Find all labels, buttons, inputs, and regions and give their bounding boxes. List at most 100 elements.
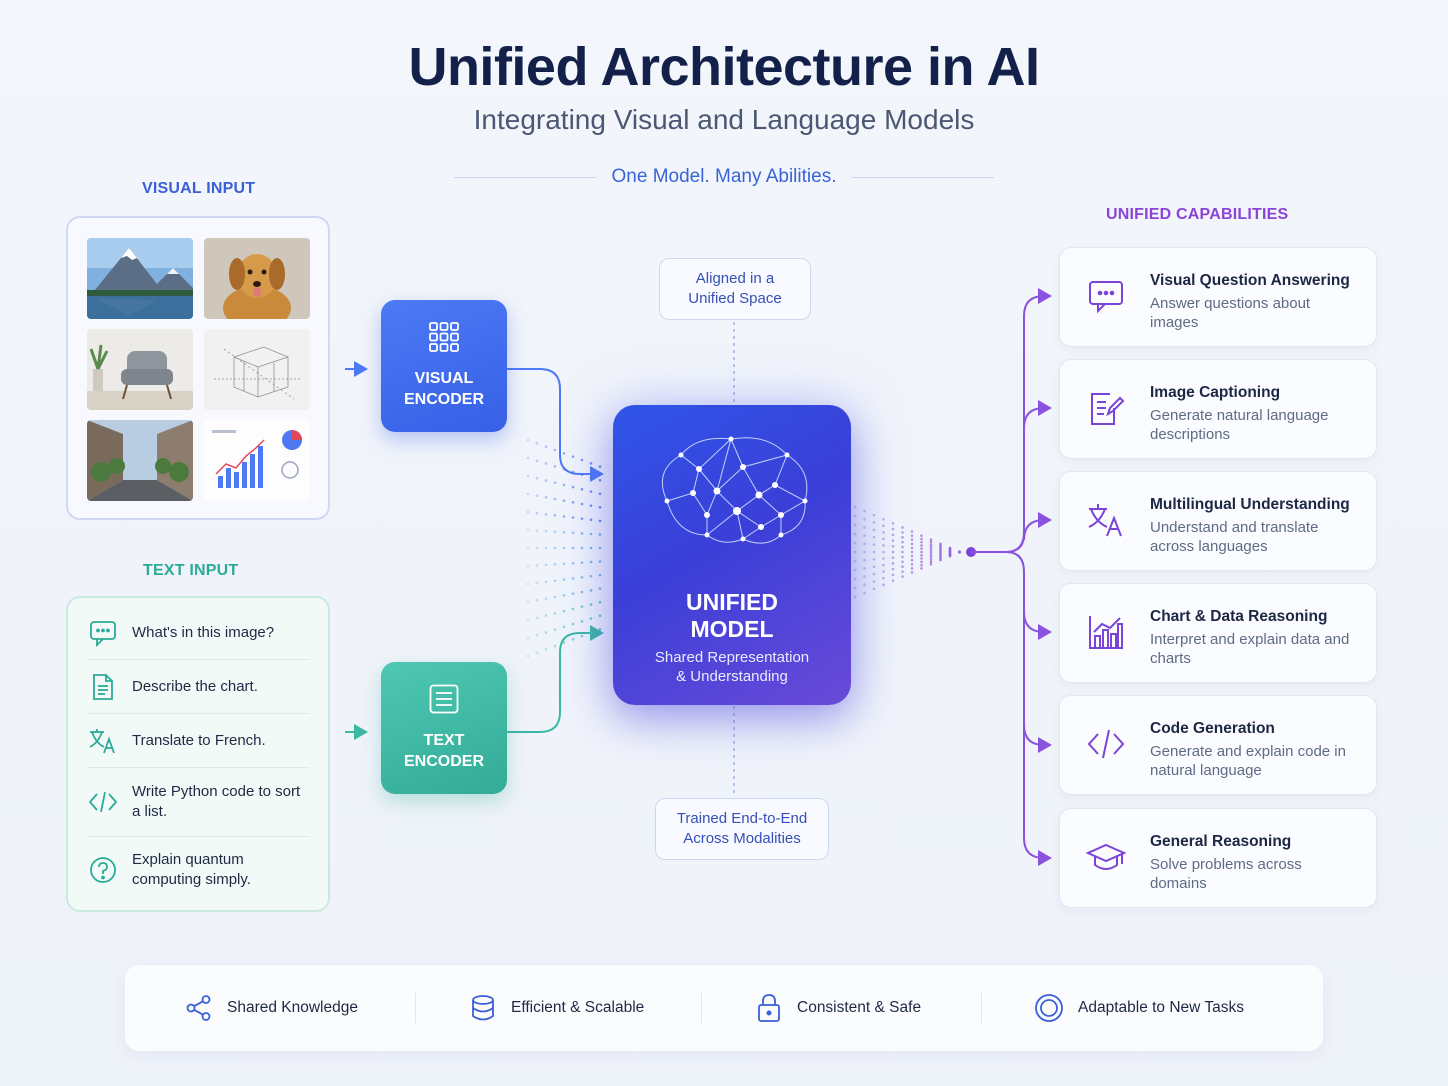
capability-title: Code Generation [1150, 720, 1275, 737]
particle-dot [920, 560, 923, 564]
particle-dot [863, 567, 866, 570]
particle-dot [562, 609, 566, 613]
particle-dot [526, 438, 530, 442]
particle-dot [920, 537, 923, 541]
text-prompt-item: Translate to French. [88, 726, 310, 756]
divider [852, 176, 995, 178]
particle-dot [948, 549, 952, 553]
particle-dot [948, 551, 952, 555]
particle-dot [958, 550, 961, 554]
particle-dot [553, 612, 557, 615]
benefit-label: Consistent & Safe [797, 999, 922, 1016]
particle-dot [544, 580, 548, 584]
particle-dot [598, 519, 602, 523]
particle-dot [562, 483, 566, 487]
particle-dot [891, 567, 895, 571]
particle-dot [535, 459, 539, 463]
particle-dot [526, 582, 530, 586]
city-street-image [87, 420, 193, 501]
particle-dot [939, 555, 942, 559]
particle-dot [544, 614, 548, 617]
model-subtitle: Shared Representation & Understanding [613, 648, 851, 686]
particle-dot [910, 562, 914, 566]
particle-dot [872, 572, 876, 576]
particle-dot [598, 600, 602, 604]
note-line: Across Modalities [683, 830, 801, 847]
question-icon [88, 855, 118, 885]
particle-dot [571, 607, 575, 611]
benefits-bar: Shared Knowledge Efficient & Scalable Co… [125, 965, 1323, 1051]
particle-dot [544, 648, 548, 651]
particle-dot [589, 462, 593, 465]
output-particle-stream [853, 505, 961, 599]
particle-dot [589, 546, 593, 550]
particle-dot [910, 542, 914, 546]
database-icon [472, 995, 494, 1021]
particle-dot [553, 563, 557, 566]
capability-title: Chart & Data Reasoning [1150, 608, 1328, 625]
model-title-line: UNIFIED [686, 589, 778, 615]
particle-dot [853, 586, 857, 590]
edit-document-icon [1091, 393, 1125, 425]
capability-title: General Reasoning [1150, 833, 1292, 850]
capability-card-vqa: Visual Question Answering Answer questio… [1059, 247, 1377, 347]
capability-title: Visual Question Answering [1150, 272, 1350, 289]
particle-dot [863, 526, 866, 529]
particle-dot [882, 537, 885, 541]
particle-dot [948, 553, 952, 556]
text-encoder-connector [507, 625, 604, 733]
divider [88, 767, 310, 768]
capability-description: Generate natural language descriptions [1150, 407, 1329, 443]
particle-dot [580, 502, 584, 506]
particle-dot [872, 587, 876, 591]
particle-dot [882, 576, 885, 580]
particle-dot [580, 620, 584, 623]
particle-dot [571, 470, 575, 474]
benefit-label: Efficient & Scalable [511, 999, 645, 1016]
encoder-label-line1: TEXT [423, 732, 465, 749]
particle-dot [526, 564, 530, 568]
capability-description: Answer questions about images [1150, 295, 1311, 331]
text-prompt-label: Translate to French. [132, 732, 266, 749]
particle-dot [929, 553, 933, 556]
particle-dot [598, 492, 602, 496]
particle-dot [882, 517, 885, 521]
capability-card-reasoning: General Reasoning Solve problems across … [1059, 808, 1377, 908]
particle-dot [929, 562, 933, 566]
particle-dot [589, 504, 593, 507]
particle-dot [920, 547, 923, 551]
particle-dot [535, 476, 539, 480]
particle-dot [853, 550, 857, 554]
particle-dot [526, 474, 530, 478]
text-encoder: TEXT ENCODER [381, 662, 507, 794]
particle-dot [535, 494, 539, 497]
benefit-label: Adaptable to New Tasks [1078, 999, 1245, 1016]
particle-dot [553, 481, 557, 484]
particle-dot [882, 544, 885, 547]
branch-vqa [1005, 288, 1052, 553]
particle-dot [562, 452, 566, 455]
particle-dot [589, 589, 593, 592]
particle-dot [891, 533, 895, 537]
particle-dot [910, 554, 914, 558]
translate-icon [88, 726, 118, 756]
particle-dot [958, 550, 961, 554]
particle-dot [939, 545, 942, 549]
note-line: Trained End-to-End [676, 810, 808, 827]
particle-dot [958, 550, 961, 554]
particle-dot [589, 617, 593, 620]
particle-dot [598, 506, 602, 509]
particle-dot [939, 547, 942, 551]
particle-dot [891, 550, 895, 554]
particle-dot [948, 549, 952, 552]
particle-dot [901, 526, 904, 529]
target-icon [1035, 994, 1063, 1022]
capabilities-label: UNIFIED CAPABILITIES [1106, 206, 1289, 223]
particle-dot [863, 591, 866, 595]
particle-dot [526, 528, 530, 532]
particle-dot [958, 550, 961, 554]
particle-dot [920, 563, 923, 567]
particle-dot [872, 565, 876, 569]
